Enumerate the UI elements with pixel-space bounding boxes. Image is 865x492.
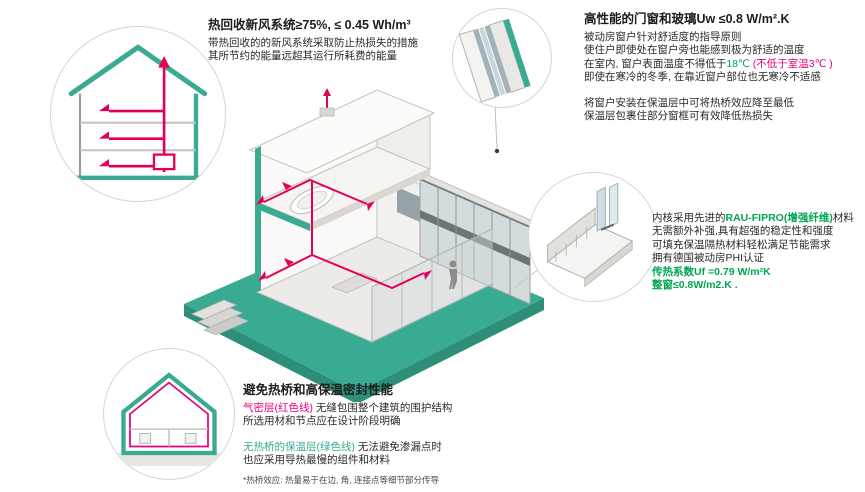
callout-thermal-title: 避免热桥和高保温密封性能 <box>243 383 394 397</box>
upper-room <box>248 89 436 203</box>
callout-frame: 内核采用先进的RAU-FIPRO(增强纤维)材料 无需额外补强,具有超强的稳定性… <box>652 212 864 292</box>
window-frame-profile-icon <box>546 182 634 288</box>
callout-frame-line: 无需额外补强,具有超强的稳定性和强度 <box>652 225 834 238</box>
callout-thermal-line: 所选用材和节点应在设计阶段明确 <box>243 415 401 428</box>
insulation-layer-label: 无热桥的保温层(绿色线) <box>243 440 355 453</box>
windows-temp-value: 18℃ <box>726 57 750 70</box>
callout-frame-line: 内核采用先进的RAU-FIPRO(增强纤维)材料 <box>652 212 864 225</box>
callout-windows-title: 高性能的门窗和玻璃Uw ≤0.8 W/m².K <box>584 12 790 26</box>
callout-ventilation-title: 热回收新风系统≥75%, ≤ 0.45 Wh/m³ <box>208 18 411 32</box>
heat-recovery-unit <box>152 153 176 171</box>
callout-ventilation-line: 带热回收的的新风系统采取防止热损失的措施 <box>208 37 418 49</box>
callout-frame-line: 拥有德国被动房PHI认证 <box>652 252 765 265</box>
callout-windows: 高性能的门窗和玻璃Uw ≤0.8 W/m².K 被动房窗户针对舒适度的指导原则 … <box>584 12 862 123</box>
callout-thermal: 避免热桥和高保温密封性能 气密层(红色线) 无缝包围整个建筑的围护结构 所选用材… <box>243 383 593 487</box>
duct-arrows <box>256 88 432 281</box>
callout-thermal-line: 气密层(红色线) 无缝包围整个建筑的围护结构 <box>243 402 593 415</box>
thermal-bridge-footnote: *热桥效应: 热量易于在边, 角, 连接点等细节部分传导 <box>243 474 439 485</box>
window-corner-vignette <box>452 8 552 108</box>
ventilation-section-vignette <box>50 26 226 202</box>
insulated-house-icon <box>110 372 228 466</box>
insulation-section-vignette <box>103 348 235 480</box>
glazing-section-icon <box>458 18 531 103</box>
ventilation-house-icon <box>68 44 208 180</box>
windows-line3-text: 在室内, 窗户表面温度不得低于 <box>584 57 727 70</box>
insulation-cut-edge <box>257 202 310 231</box>
callout-windows-line: 将窗户安装在保温层中可将热桥效应降至最低 <box>584 96 794 109</box>
windows-temp-note: (不低于室温3℃ ) <box>749 57 833 70</box>
callout-ventilation-line: 其所节约的能量远超其运行所耗费的能量 <box>208 50 397 63</box>
callout-windows-line: 被动房窗户针对舒适度的指导原则 <box>584 31 742 43</box>
insulation-layer-text: 无法避免渗漏点时 <box>355 440 442 453</box>
callout-ventilation: 热回收新风系统≥75%, ≤ 0.45 Wh/m³ 带热回收的的新风系统采取防止… <box>208 18 468 64</box>
callout-windows-line: 保温层包裹住部分窗框可有效降低热损失 <box>584 110 773 123</box>
glass-doors-wall <box>371 228 493 343</box>
frame-line1-tail: 材料 <box>832 212 854 224</box>
callout-windows-line: 使住户即使处在窗户旁也能感到极为舒适的温度 <box>584 44 805 57</box>
frame-line1-text: 内核采用先进的 <box>652 212 726 224</box>
frame-window-u-value: 整窗≤0.8W/m2.K . <box>652 279 738 292</box>
callout-frame-line: 可填充保温隔热材料轻松满足节能需求 <box>652 238 831 251</box>
roof-vent-unit <box>319 107 335 117</box>
entrance-steps <box>190 299 250 336</box>
callout-thermal-line: 也应采用导热最慢的组件和材料 <box>243 454 390 467</box>
insulation-cut-strips <box>255 146 261 293</box>
ventilation-ducts <box>263 96 425 290</box>
airtight-layer-label: 气密层(红色线) <box>243 402 313 414</box>
person-figure <box>449 260 457 289</box>
callout-windows-line: 即使在寒冷的冬季, 在靠近窗户部位也无寒冷不适感 <box>584 71 821 84</box>
airtight-layer-red-line <box>129 381 209 448</box>
frame-material-name: RAU-FIPRO(增强纤维) <box>725 212 833 224</box>
frame-profile-vignette <box>528 172 658 302</box>
callout-windows-line: 在室内, 窗户表面温度不得低于18℃ (不低于室温3℃ ) <box>584 58 862 71</box>
frame-u-value: 传热系数Uf =0.79 W/m²K <box>652 265 771 278</box>
callout-thermal-line: 无热桥的保温层(绿色线) 无法避免渗漏点时 <box>243 441 593 454</box>
main-house-illustration <box>184 88 544 402</box>
airtight-layer-text: 无缝包围整个建筑的围护结构 <box>313 402 453 414</box>
